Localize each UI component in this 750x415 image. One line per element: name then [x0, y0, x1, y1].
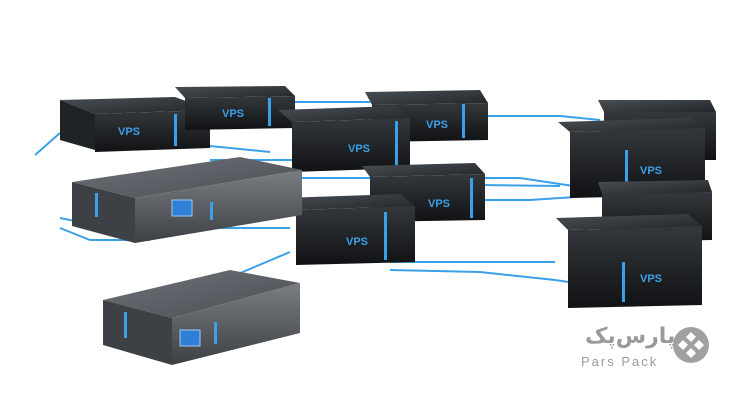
server-back-2: VPS: [175, 86, 295, 130]
ups-unit-upper: [72, 157, 302, 243]
parspack-logo-icon: [673, 327, 709, 363]
logo-english-text: Pars Pack: [581, 354, 659, 369]
server-right-top: VPS: [558, 118, 705, 198]
vps-label: VPS: [640, 165, 662, 177]
server-center-top: VPS: [278, 106, 410, 172]
server-center-low: VPS: [282, 194, 415, 265]
server-right-bottom: VPS: [556, 214, 702, 308]
vps-label: VPS: [426, 119, 448, 131]
vps-label: VPS: [640, 273, 662, 285]
vps-label: VPS: [118, 126, 140, 138]
logo-persian-text: پارس‌پک: [585, 324, 676, 349]
vps-label: VPS: [346, 236, 368, 248]
parspack-logo: پارس‌پک Pars Pack: [577, 318, 737, 378]
vps-label: VPS: [222, 108, 244, 120]
server-back-left: VPS: [60, 97, 210, 152]
vps-label: VPS: [428, 198, 450, 210]
vps-label: VPS: [348, 143, 370, 155]
ups-unit-lower: [103, 270, 300, 365]
